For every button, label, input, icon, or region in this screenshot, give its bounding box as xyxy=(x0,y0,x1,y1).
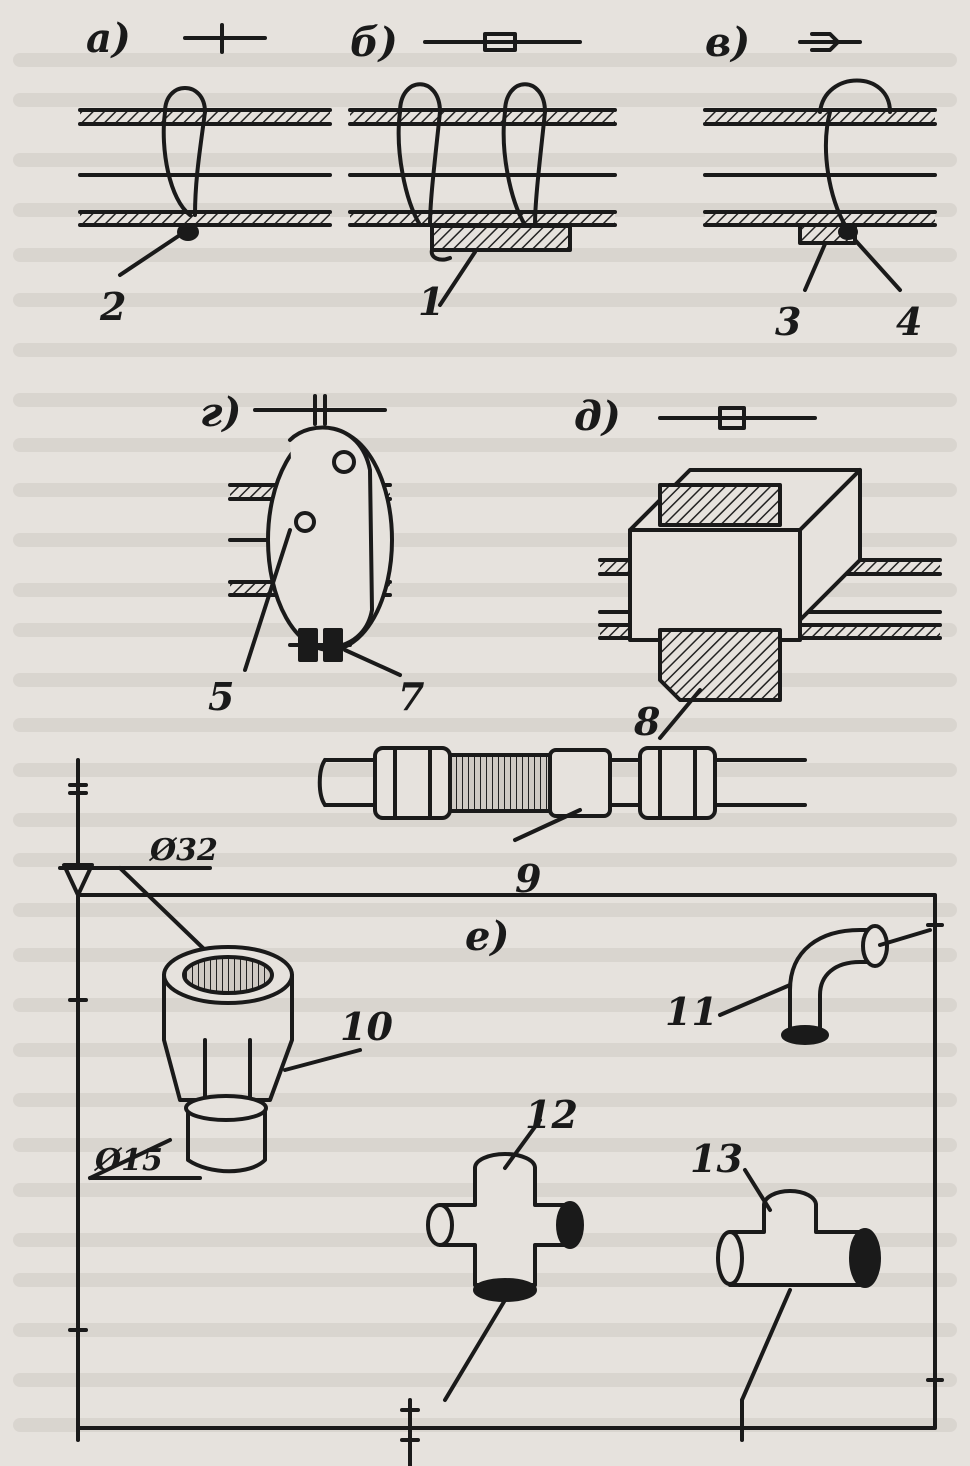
leader-4 xyxy=(853,238,902,292)
dim-label-15: Ø15 xyxy=(93,1143,163,1178)
callout-5: 5 xyxy=(208,674,234,719)
panel-g-flanged-joint xyxy=(228,394,402,677)
threaded-union xyxy=(317,746,807,842)
leader-10 xyxy=(283,1048,362,1072)
callout-13: 13 xyxy=(690,1136,743,1181)
panel-b-label: б) xyxy=(350,19,398,66)
callout-8: 8 xyxy=(633,699,660,744)
callout-10: 10 xyxy=(340,1004,393,1049)
panel-a-label: а) xyxy=(86,15,131,62)
panel-v-label: в) xyxy=(705,19,750,66)
elbow-fitting xyxy=(718,924,932,1045)
leader-13 xyxy=(743,1168,772,1212)
panel-e-fittings xyxy=(58,758,944,1466)
callout-11: 11 xyxy=(665,989,718,1034)
panel-d-box-joint xyxy=(598,406,942,740)
panel-g-label: г) xyxy=(200,389,241,436)
panel-d-label: д) xyxy=(574,393,621,440)
leader-12 xyxy=(503,1118,542,1170)
leader-8 xyxy=(658,688,702,740)
cross-fitting xyxy=(426,1118,584,1402)
leader-3 xyxy=(803,242,827,292)
tee-fitting xyxy=(716,1168,881,1402)
bolt-hole xyxy=(332,450,356,474)
bolt-hole xyxy=(294,511,316,533)
reducer-coupling xyxy=(162,945,362,1174)
callout-3: 3 xyxy=(775,299,801,344)
leader-9 xyxy=(513,808,582,842)
callout-12: 12 xyxy=(525,1092,578,1137)
panel-a-welded-joint xyxy=(78,23,332,277)
leader-1 xyxy=(438,250,477,307)
callout-4: 4 xyxy=(896,299,922,344)
weld-bead xyxy=(177,223,199,241)
leader-5 xyxy=(243,528,292,672)
flow-arrow-icon xyxy=(62,863,94,897)
panel-b-sleeve-joint xyxy=(348,32,617,307)
leader-7 xyxy=(343,648,402,677)
leader-2 xyxy=(118,233,182,277)
panel-e-label: е) xyxy=(465,913,509,960)
fittings-box xyxy=(76,893,937,1430)
callout-1: 1 xyxy=(418,279,444,324)
panel-v-socket-joint xyxy=(703,32,937,292)
callout-2: 2 xyxy=(99,284,126,329)
flange-bolts xyxy=(288,628,352,662)
dim-label-32: Ø32 xyxy=(148,833,218,868)
leader-11 xyxy=(718,983,792,1017)
callout-7: 7 xyxy=(398,674,424,719)
